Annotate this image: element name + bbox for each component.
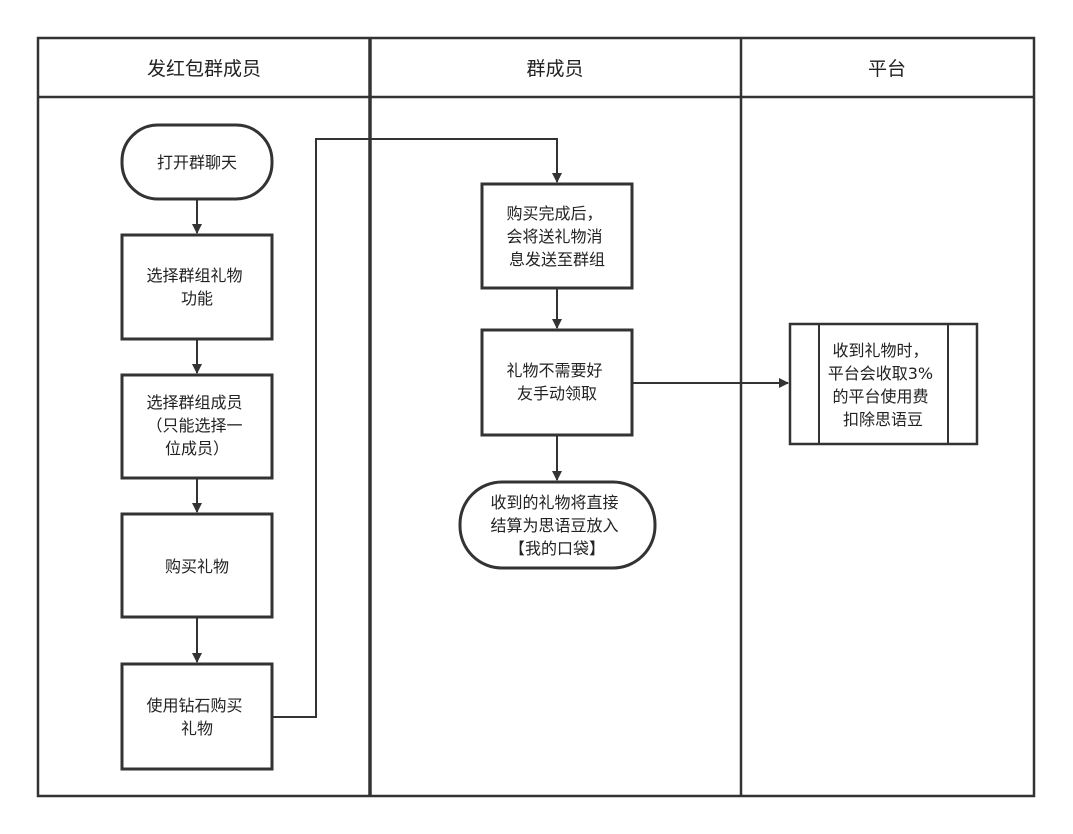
node-text-line: 购买礼物	[165, 557, 229, 576]
node-text-line: 结算为思语豆放入	[490, 516, 618, 535]
node-pay-diamond: 使用钻石购买 礼物	[120, 662, 274, 771]
node-text-line: 选择群组礼物	[146, 266, 242, 285]
lane-title-sender: 发红包群成员	[147, 58, 261, 80]
lane-headers: 发红包群成员 群成员 平台	[147, 58, 906, 80]
lane-title-members: 群成员	[526, 58, 583, 80]
node-select-gift: 选择群组礼物 功能	[120, 233, 274, 341]
node-text-line: 使用钻石购买	[146, 696, 242, 715]
svg-text:打开群聊天: 打开群聊天	[157, 153, 237, 172]
node-after-buy: 购买完成后， 会将送礼物消 息发送至群组	[480, 182, 634, 290]
svg-text:收到的礼物将直接 结算为思语豆放入: 收到的礼物将直接 结算为思语豆放入 【我的口袋】	[490, 493, 623, 558]
node-text-line: 友手动领取	[517, 384, 597, 403]
node-select-member: 选择群组成员 （只能选择一 位成员）	[120, 373, 274, 480]
node-text-line: 平台会收取3%	[828, 364, 933, 383]
node-buy-gift: 购买礼物	[120, 512, 274, 619]
svg-text:选择群组礼物 功能: 选择群组礼物 功能	[146, 266, 247, 308]
node-to-pocket: 收到的礼物将直接 结算为思语豆放入 【我的口袋】	[458, 480, 657, 570]
node-text-line: 息发送至群组	[509, 250, 605, 269]
node-text-line: 位成员）	[165, 439, 229, 458]
node-text-line: 打开群聊天	[157, 153, 237, 172]
node-text-line: 功能	[181, 289, 213, 308]
node-text-line: 礼物不需要好	[506, 361, 602, 380]
svg-text:使用钻石购买 礼物: 使用钻石购买 礼物	[146, 696, 247, 738]
svg-text:购买完成后， 会将送礼物消 息发送至: 购买完成后， 会将送礼物消 息发送至群组	[506, 204, 607, 269]
lane-title-platform: 平台	[868, 58, 906, 80]
swimlane-frame	[36, 36, 1036, 798]
node-text-line: 礼物	[181, 719, 213, 738]
node-platform-fee: 收到礼物时， 平台会收取3% 的平台使用费 扣除思语豆	[788, 322, 979, 446]
node-text-line: 【我的口袋】	[509, 539, 605, 558]
node-text-line: 收到礼物时，	[832, 341, 928, 360]
node-text-line: 选择群组成员	[146, 393, 242, 412]
node-open-chat: 打开群聊天	[120, 123, 274, 201]
svg-text:购买礼物: 购买礼物	[165, 557, 229, 576]
svg-text:礼物不需要好 友手动领取: 礼物不需要好 友手动领取	[506, 361, 607, 403]
node-text-line: 的平台使用费	[832, 387, 928, 406]
node-no-claim: 礼物不需要好 友手动领取	[480, 328, 634, 437]
flow-edges	[192, 138, 789, 718]
svg-text:收到礼物时， 平台会收取3% 的平台: 收到礼物时， 平台会收取3% 的平台使用费 扣除思语豆	[828, 341, 938, 429]
node-text-line: 购买完成后，	[506, 204, 602, 223]
node-text-line: 收到的礼物将直接	[490, 493, 618, 512]
node-text-line: （只能选择一	[146, 416, 242, 435]
node-text-line: 扣除思语豆	[843, 410, 923, 429]
svg-text:选择群组成员 （只能选择一 位成员）: 选择群组成员 （只能选择一 位成员）	[146, 393, 247, 458]
node-text-line: 会将送礼物消	[506, 227, 602, 246]
edge-pay-to-after-buy	[271, 138, 562, 718]
